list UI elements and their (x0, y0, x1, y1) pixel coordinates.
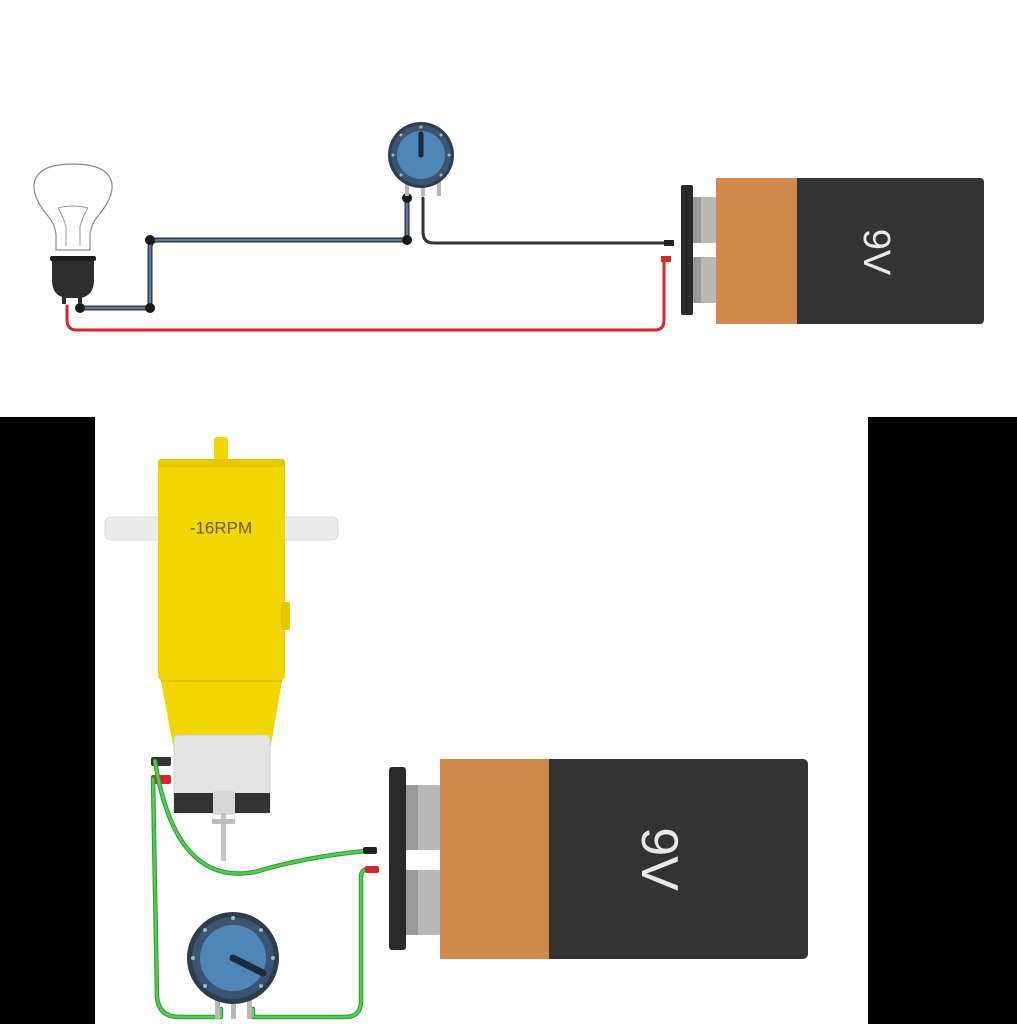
battery-voltage-label: 9V (855, 229, 897, 276)
battery-voltage-label: 9V (630, 827, 688, 891)
top-circuit-diagram: 9V (33, 122, 984, 332)
motor-to-pot-wire[interactable] (150, 776, 224, 1020)
bottom-circuit-diagram: -16RPM (104, 437, 808, 1020)
light-bulb-icon[interactable] (33, 163, 113, 304)
motor-to-battery-negative-wire[interactable] (152, 758, 377, 876)
pot-to-battery-positive-wire[interactable] (250, 866, 379, 1020)
potentiometer-knob-icon[interactable] (187, 912, 279, 1019)
top-circuit-canvas[interactable]: 9V (0, 0, 1017, 417)
potentiometer-knob-icon[interactable] (388, 122, 454, 196)
bottom-circuit-panel: -16RPM (0, 417, 1017, 1024)
battery-9v[interactable]: 9V (681, 178, 984, 324)
battery-9v[interactable]: 9V (389, 759, 808, 959)
motor-speed-label: -16RPM (190, 519, 252, 538)
bulb-to-pot-wire[interactable] (75, 193, 412, 313)
bulb-to-battery-positive-wire[interactable] (65, 256, 671, 332)
dc-gear-motor-icon[interactable]: -16RPM (151, 437, 290, 861)
pot-to-battery-negative-wire[interactable] (421, 196, 674, 246)
bottom-circuit-canvas[interactable]: -16RPM (95, 417, 868, 1024)
